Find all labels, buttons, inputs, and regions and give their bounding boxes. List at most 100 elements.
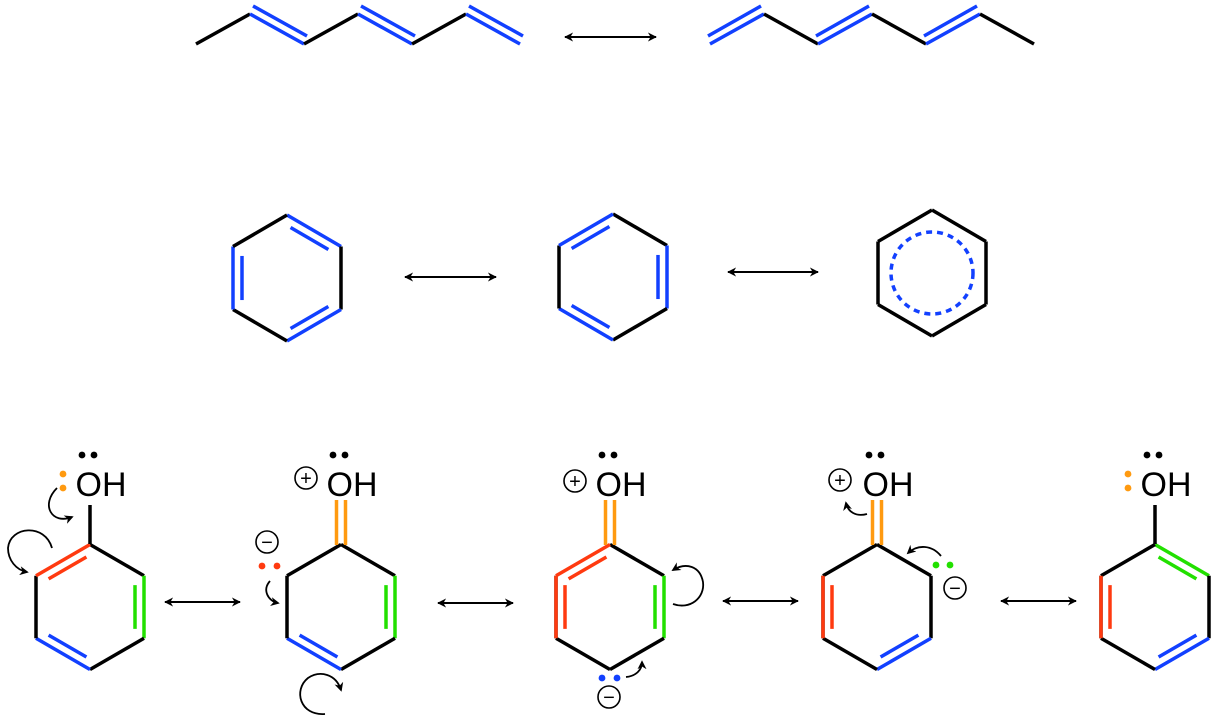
benzene-kekule-1-double-bond [286,307,342,343]
curved-arrow [47,487,74,524]
electron-dot [598,674,606,682]
polyene-2-double-bond [817,12,873,46]
curved-arrow [906,544,942,557]
benzene-kekule-2-double-bond [558,212,614,248]
curved-arrow [265,580,280,606]
phenol-1-bond [89,636,145,672]
phenol-5-double-bond [1154,542,1210,578]
phenol-1-bond [89,542,145,578]
electron-dot [59,470,67,478]
electron-dot [78,451,86,459]
electron-dot [1155,451,1163,459]
electron-dot [613,674,621,682]
phenol-2-bond [286,542,342,578]
oxygen-lone-pair-orange [59,470,67,492]
benzene-kekule-1-double-bond [286,213,342,249]
polyene-1-double-bond [357,12,413,46]
benzene-kekule-2-double-bond-inner [570,303,611,330]
curved-arrow [299,673,344,715]
polyene-1-double-bond-inner [360,4,416,38]
electron-dot [946,561,954,569]
polyene-1-double-bond-inner [468,4,524,38]
oxygen-lone-pair-orange [1124,470,1132,492]
hydroxyl-label: OH [327,466,378,504]
polyene-1-double-bond [465,12,521,46]
benzene-kekule-2-double-bond-inner [570,224,611,251]
oxygen-lone-pair [78,451,98,459]
electron-dot [1124,484,1132,492]
benzene-hybrid-bond [877,302,933,338]
carbanion-lone-pair-red [258,562,281,570]
phenol-1-double-bond-inner [47,555,88,581]
phenol-3-double-bond [555,542,611,578]
phenol-2-double-bond [286,636,342,672]
benzene-kekule-2-bond [612,306,668,342]
polyene-2-double-bond [709,12,765,46]
curved-arrow [671,562,704,607]
hydroxyl-label: OH [76,466,127,504]
oxygen-lone-pair [329,451,349,459]
positive-charge: + [834,470,846,492]
positive-charge-circle [828,468,852,492]
polyene-2-single-bond [871,12,927,46]
electron-dot [610,451,618,459]
curved-arrow [625,660,647,678]
carbanion-lone-pair-green [932,561,954,569]
phenol-4-bond [822,542,878,578]
negative-charge: − [261,532,273,554]
benzene-hybrid-bond [877,208,933,244]
phenol-4-bond [822,636,878,672]
phenol-3-bond [609,636,665,672]
phenol-1-double-bond-inner [47,633,88,659]
benzene-kekule-2-bond [612,212,668,248]
electron-dot [865,451,873,459]
electron-dot [1124,470,1132,478]
phenol-4-double-bond-inner [879,633,920,659]
polyene-2-single-bond [979,12,1035,46]
electron-dot [258,562,266,570]
electron-dot [1143,451,1151,459]
phenol-3-bond [555,636,611,672]
polyene-2-single-bond [763,12,819,46]
benzene-hybrid-bond [931,208,987,244]
negative-charge: − [949,578,961,600]
phenol-2-bond [340,636,396,672]
electron-dot [329,451,337,459]
oxygen-lone-pair [865,451,885,459]
oxygen-lone-pair [1143,451,1163,459]
benzene-kekule-1-bond [232,213,288,249]
polyene-2-double-bond-inner [923,4,978,38]
phenol-3-double-bond-inner [567,555,608,581]
phenol-1-double-bond [35,636,91,672]
curved-arrow [7,529,53,576]
phenol-4-bond [876,542,932,578]
positive-charge: + [300,468,312,490]
benzene-hybrid-bond [931,302,987,338]
electron-dot [273,562,281,570]
benzene-kekule-2-double-bond [558,306,614,342]
phenol-4-double-bond [876,636,932,672]
phenol-5-double-bond [1154,636,1210,672]
hydroxyl-label: OH [596,466,647,504]
electron-dot [341,451,349,459]
negative-charge-circle [943,576,967,600]
polyene-1-double-bond [249,12,305,46]
negative-charge-circle [255,530,279,554]
benzene-kekule-1-double-bond-inner [289,225,330,252]
electron-dot [598,451,606,459]
hydroxyl-label: OH [1141,466,1192,504]
oxygen-lone-pair [598,451,618,459]
phenol-1-double-bond [35,542,91,578]
phenol-5-bond [1100,542,1156,578]
positive-charge-circle [563,469,587,493]
electron-dot [90,451,98,459]
phenol-2-bond [340,542,396,578]
benzene-kekule-1-bond [232,307,288,343]
curved-arrow [843,501,868,516]
phenol-5-double-bond-inner [1157,633,1198,659]
polyene-2-double-bond-inner [815,4,870,38]
positive-charge-circle [294,466,318,490]
electron-dot [877,451,885,459]
